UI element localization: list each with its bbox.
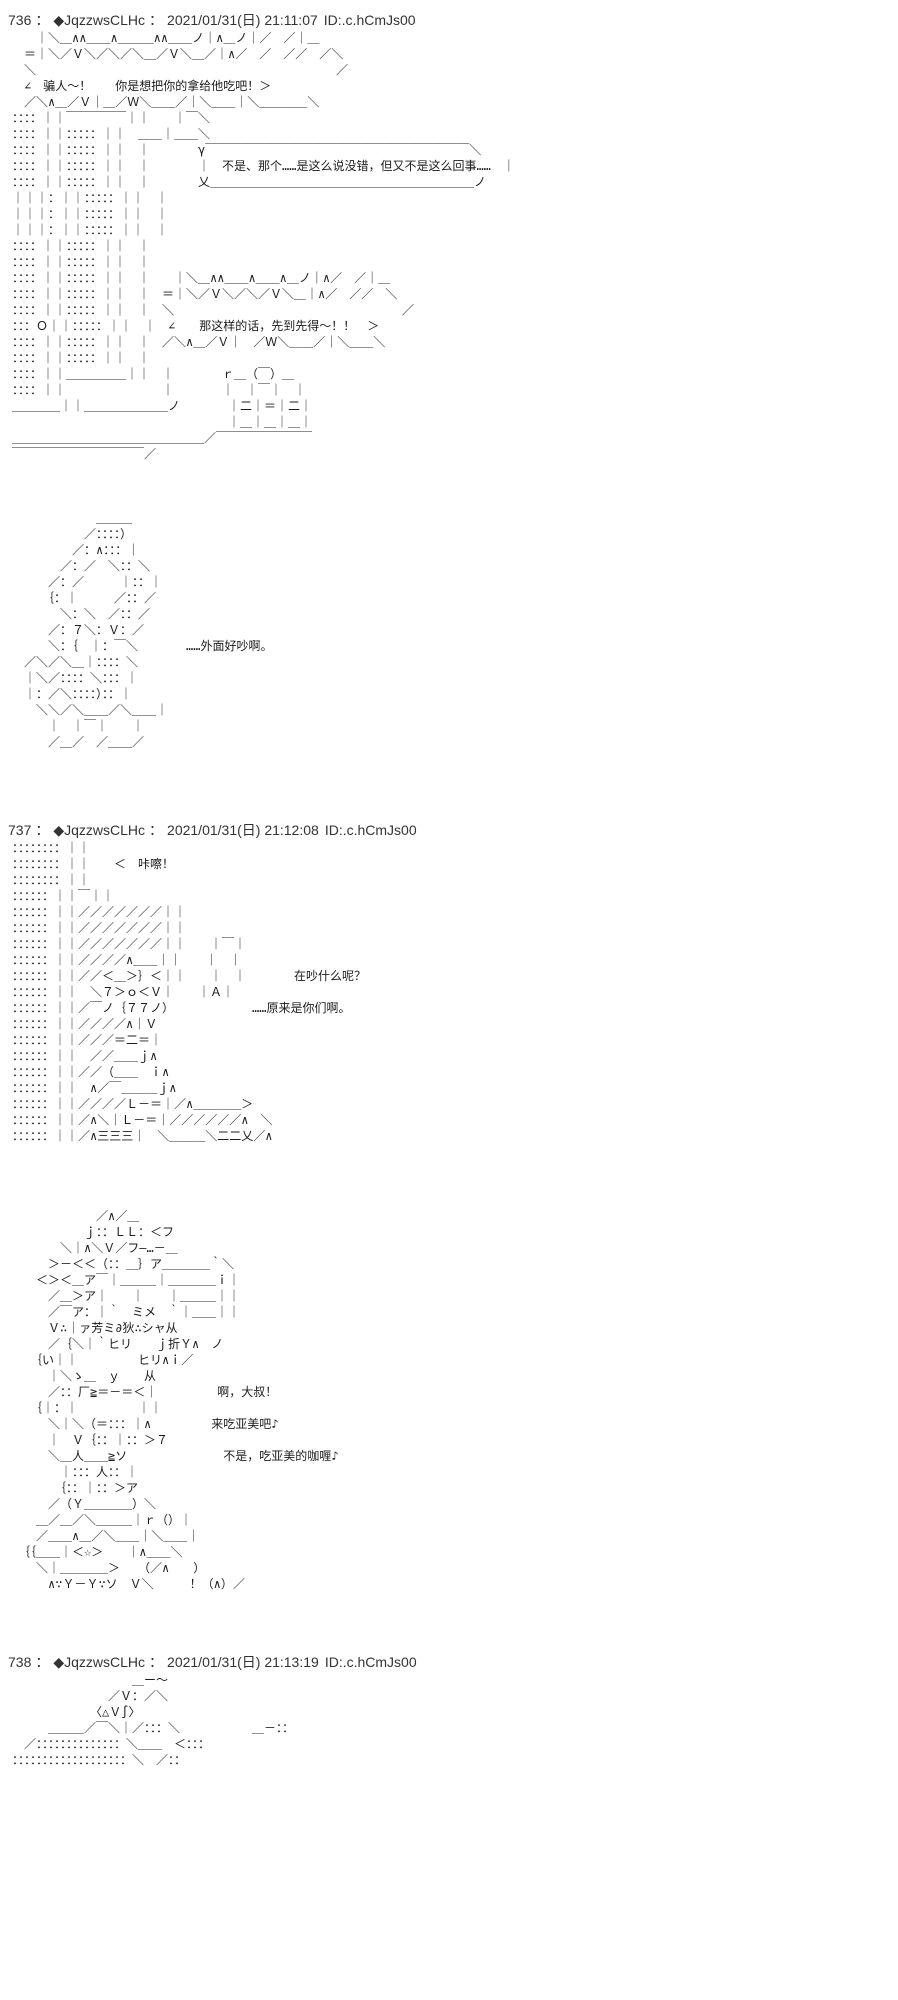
poster-tripcode: ◆JqzzwsCLHc	[53, 1654, 146, 1670]
post-id: ID:.c.hCmJs00	[323, 12, 416, 28]
header-separator: ：	[35, 12, 50, 28]
ascii-art-block: ：：：：：：：：｜｜ ：：：：：：：：｜｜ ＜ 咔嚓！ ：：：：：：：：｜｜ ：…	[12, 841, 367, 1143]
ascii-art-block: ｜＼＿∧∧＿＿∧＿＿＿∧∧＿＿ノ｜∧＿ノ｜／ ／｜＿ ＝｜＼／Ｖ＼／＼／＼＿／Ｖ…	[12, 31, 515, 461]
post-datetime: 2021/01/31(日) 21:13:19	[167, 1654, 319, 1670]
ascii-art-block: ／∧／＿ ｊ：：ＬＬ：＜フ ＼｜∧＼Ｖ／フ―…－＿ ＞－＜＜（：：＿｝ア＿＿＿＿…	[24, 1209, 339, 1591]
post-datetime: 2021/01/31(日) 21:12:08	[167, 822, 319, 838]
post-id: ID:.c.hCmJs00	[324, 1654, 417, 1670]
post-number: 738	[8, 1654, 32, 1670]
header-separator: ：	[35, 1654, 50, 1670]
ascii-art-block: ＿ー〜 ／Ｖ：／＼ 〈△Ｖ∫〉 ＿＿＿／￣＼｜／：：：＼ ＿－：： ／：：：：：…	[12, 1673, 295, 1767]
header-separator: ：	[149, 1654, 164, 1670]
header-separator: ：	[149, 822, 164, 838]
post-id: ID:.c.hCmJs00	[324, 822, 417, 838]
ascii-art-block: ＿＿＿ ／：：：：） ／：∧：：：｜ ／：／ ＼：：＼ ／：／ ｜：：｜ ｛：｜…	[24, 511, 273, 749]
poster-tripcode: ◆JqzzwsCLHc	[53, 822, 146, 838]
header-separator: ：	[149, 12, 164, 28]
header-separator: ：	[35, 822, 50, 838]
post-number: 736	[8, 12, 32, 28]
post-datetime: 2021/01/31(日) 21:11:07	[167, 12, 318, 28]
poster-tripcode: ◆JqzzwsCLHc	[53, 12, 146, 28]
post-number: 737	[8, 822, 32, 838]
